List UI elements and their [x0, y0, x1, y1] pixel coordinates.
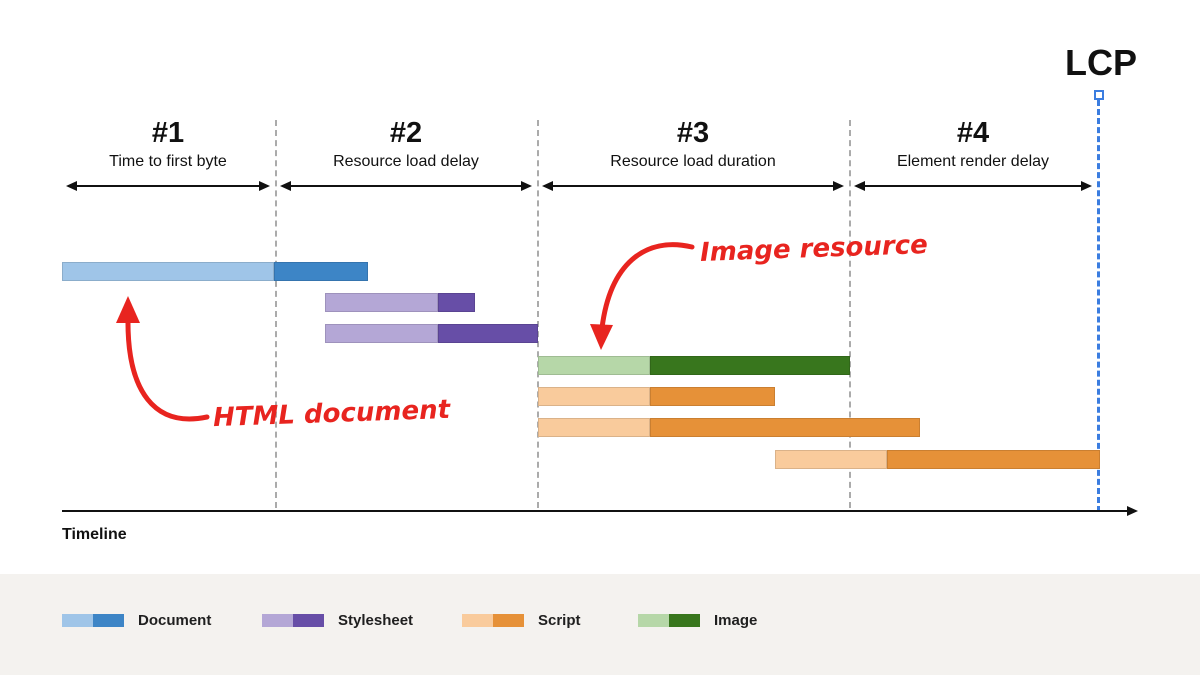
bar-light-segment: [325, 324, 438, 343]
bar-dark-segment: [650, 356, 850, 375]
legend-item-image: Image: [638, 612, 757, 629]
phase-boundary-line: [275, 120, 277, 508]
phase-header-3: #3 Resource load duration: [533, 117, 853, 173]
legend-item-script: Script: [462, 612, 581, 629]
bar-light-segment: [538, 387, 650, 406]
swatch-light: [62, 614, 93, 627]
bar-light-segment: [775, 450, 887, 469]
swatch-dark: [293, 614, 324, 627]
lcp-dashed-line: [1097, 100, 1100, 512]
bar-light-segment: [62, 262, 274, 281]
phase-label: Time to first byte: [109, 153, 227, 170]
timeline-label: Timeline: [62, 526, 127, 543]
image-resource-arrowhead-icon: [590, 324, 613, 350]
image-bar: [538, 356, 850, 375]
swatch-dark: [669, 614, 700, 627]
legend: Document Stylesheet Script Image: [0, 574, 1200, 675]
bar-dark-segment: [438, 324, 538, 343]
phase-number: #3: [676, 117, 710, 149]
legend-item-stylesheet: Stylesheet: [262, 612, 413, 629]
bar-dark-segment: [887, 450, 1100, 469]
phase-header-2: #2 Resource load delay: [246, 117, 566, 173]
bar-light-segment: [538, 356, 650, 375]
bar-dark-segment: [650, 418, 920, 437]
bar-dark-segment: [650, 387, 775, 406]
legend-swatch-icon: [262, 614, 324, 627]
lcp-marker-icon: [1094, 90, 1104, 100]
html-document-annotation: HTML document: [212, 394, 451, 434]
script-bar: [775, 450, 1100, 469]
phase-header-1: #1 Time to first byte: [8, 117, 328, 173]
legend-item-document: Document: [62, 612, 211, 629]
legend-label: Document: [138, 612, 212, 629]
phase-arrow: [66, 181, 270, 191]
script-bar: [538, 418, 920, 437]
phase-arrow: [854, 181, 1092, 191]
image-resource-arrow: [599, 242, 695, 331]
swatch-dark: [493, 614, 524, 627]
stylesheet-bar: [325, 293, 475, 312]
bar-dark-segment: [438, 293, 475, 312]
lcp-title: LCP: [1065, 42, 1137, 83]
swatch-dark: [93, 614, 124, 627]
script-bar: [538, 387, 775, 406]
phase-number: #1: [151, 117, 185, 149]
swatch-light: [462, 614, 493, 627]
phase-boundary-line: [849, 120, 851, 508]
legend-swatch-icon: [62, 614, 124, 627]
phase-arrow: [280, 181, 532, 191]
phase-number: #4: [956, 117, 990, 149]
phase-label: Element render delay: [896, 153, 1050, 170]
phase-arrow: [542, 181, 844, 191]
legend-swatch-icon: [462, 614, 524, 627]
legend-swatch-icon: [638, 614, 700, 627]
phase-number: #2: [389, 117, 423, 149]
phase-boundary-line: [537, 120, 539, 508]
swatch-light: [262, 614, 293, 627]
swatch-light: [638, 614, 669, 627]
phase-label: Resource load delay: [333, 153, 479, 170]
legend-label: Script: [538, 612, 581, 629]
bar-light-segment: [538, 418, 650, 437]
phase-label: Resource load duration: [610, 153, 776, 170]
legend-label: Image: [714, 612, 758, 629]
document-bar: [62, 262, 368, 281]
bar-light-segment: [325, 293, 438, 312]
html-document-arrowhead-icon: [116, 296, 140, 323]
timeline-axis: [62, 506, 1138, 516]
bar-dark-segment: [274, 262, 368, 281]
html-document-arrow: [125, 315, 210, 422]
stylesheet-bar: [325, 324, 538, 343]
legend-label: Stylesheet: [338, 612, 414, 629]
image-resource-annotation: Image resource: [699, 230, 929, 268]
phase-header-4: #4 Element render delay: [813, 117, 1133, 173]
